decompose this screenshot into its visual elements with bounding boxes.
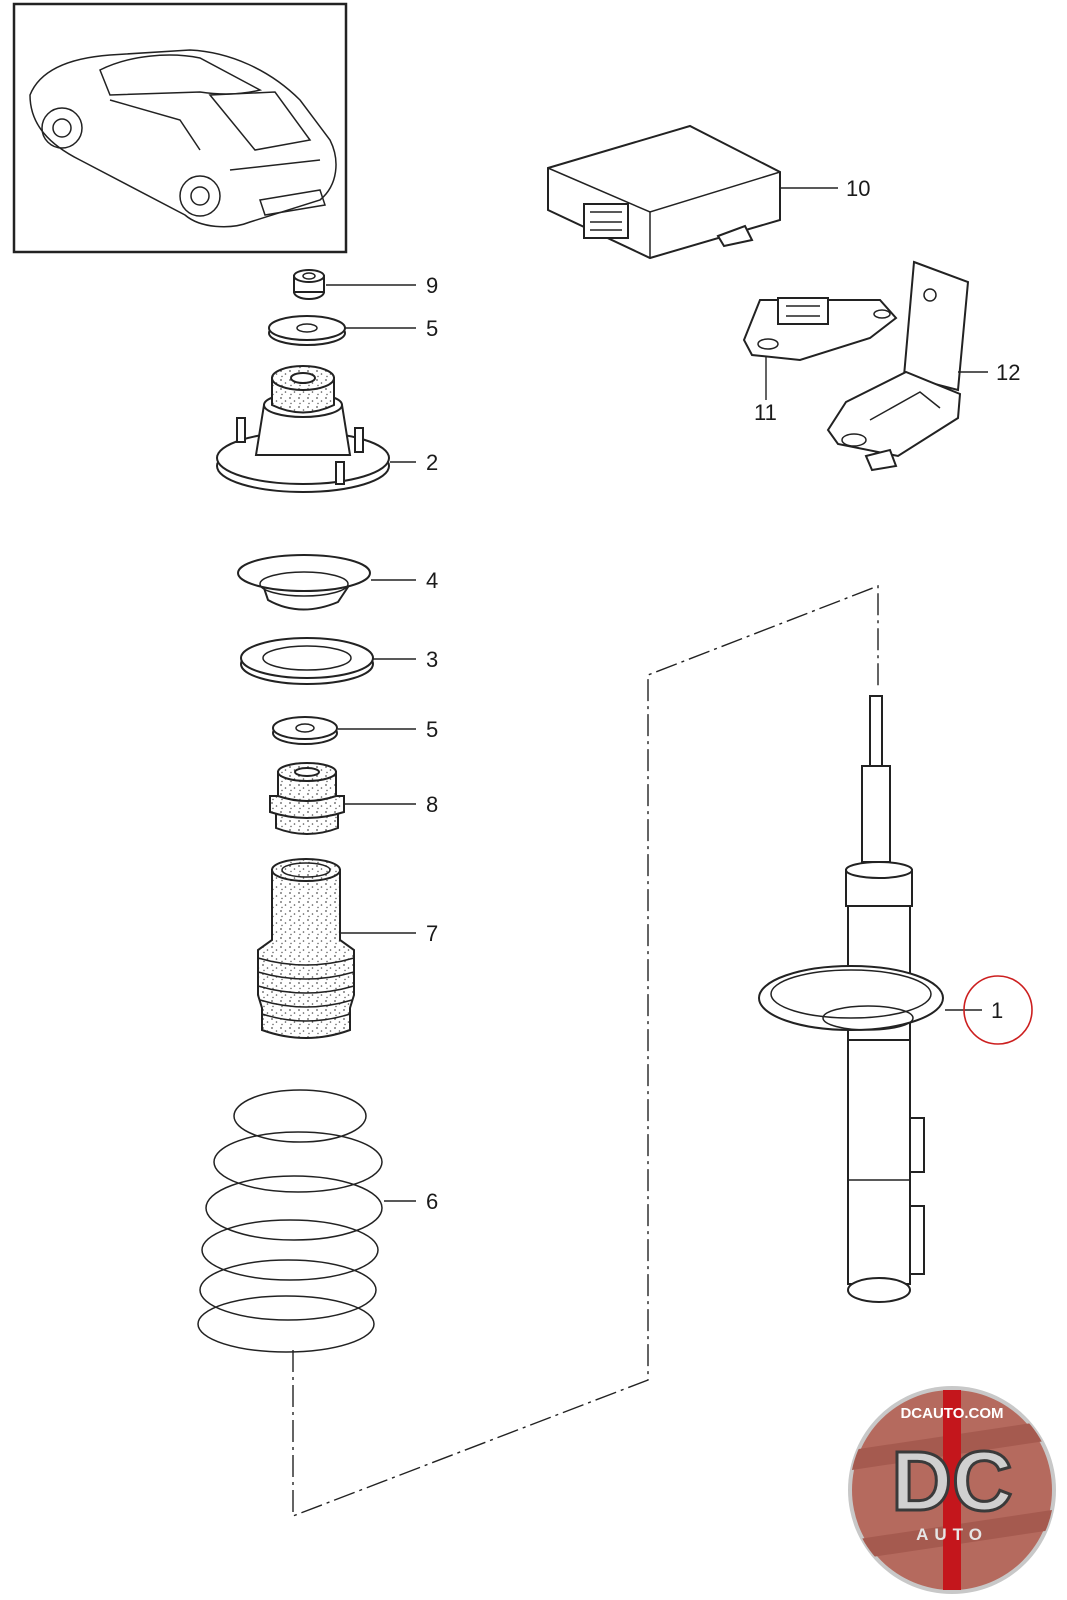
strut-mount-part	[216, 365, 390, 493]
callout-9: 9	[426, 273, 438, 298]
logo-top-text: DCAUTO.COM	[900, 1405, 1003, 1422]
callout-labels: 9 5 2 4 3 5 8 7 6 10 11 12 1	[426, 176, 1020, 1214]
callout-4: 4	[426, 568, 438, 593]
assembly-axis-line	[292, 584, 879, 1518]
callout-7: 7	[426, 921, 438, 946]
protective-boot-part	[257, 858, 355, 1039]
mounting-bracket-part	[742, 297, 898, 362]
callout-12: 12	[996, 360, 1020, 385]
spring-seat-upper-part	[237, 554, 371, 611]
callout-6: 6	[426, 1189, 438, 1214]
coil-spring-part	[197, 1089, 383, 1353]
washer-lower-part	[272, 716, 338, 745]
highlight-circle	[963, 975, 1033, 1045]
car-thumbnail-icon	[12, 2, 348, 254]
sensor-holder-part	[826, 260, 970, 472]
callout-10: 10	[846, 176, 870, 201]
spring-pad-part	[240, 637, 374, 685]
callout-1: 1	[991, 998, 1003, 1023]
logo-bottom-text: AUTO	[916, 1525, 988, 1544]
callout-3: 3	[426, 647, 438, 672]
callout-2: 2	[426, 450, 438, 475]
shock-absorber-part	[758, 695, 944, 1303]
nut-part	[293, 269, 325, 300]
control-unit-part	[547, 124, 781, 260]
logo-letters: DC	[891, 1434, 1012, 1528]
washer-upper-part	[268, 315, 346, 346]
leader-lines	[326, 187, 988, 1202]
callout-5-upper: 5	[426, 316, 438, 341]
bump-stop-part	[269, 762, 345, 835]
callout-8: 8	[426, 792, 438, 817]
callout-5-lower: 5	[426, 717, 438, 742]
dcauto-logo-icon: DCAUTO.COM DC AUTO	[848, 1386, 1056, 1594]
callout-11: 11	[754, 400, 777, 425]
